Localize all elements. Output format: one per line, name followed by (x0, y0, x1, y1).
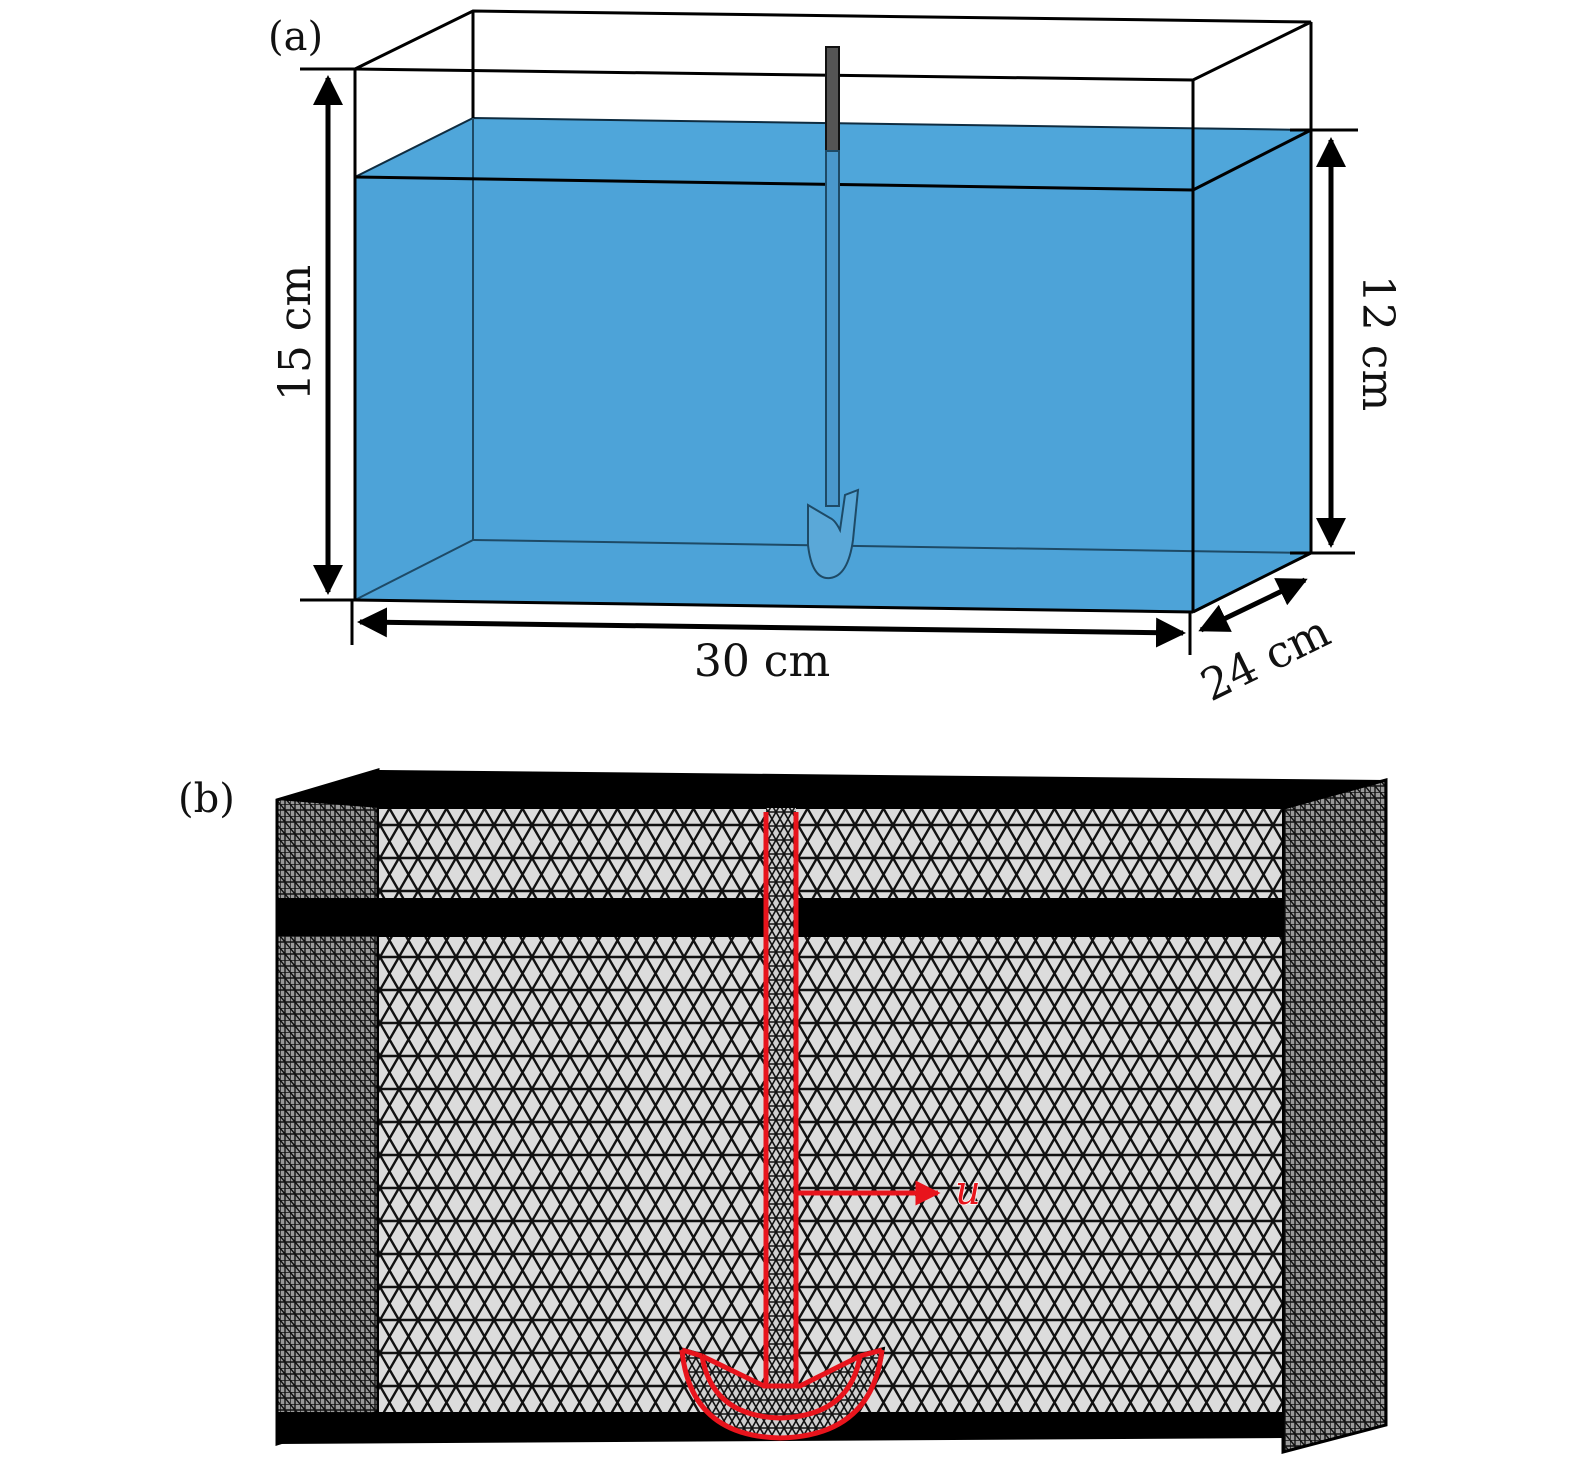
back-left-bottom-edge (354, 539, 474, 601)
front-mesh-lower (377, 935, 1284, 1414)
impeller-hub-edge (700, 1353, 862, 1389)
back-bottom-edge (472, 539, 1312, 554)
water-front-face (354, 175, 1194, 614)
dim-water-height-label: 12 cm (1352, 275, 1403, 411)
impeller-highlight (679, 812, 885, 1441)
top-edge-band (277, 770, 1386, 810)
left-side-mesh (275, 767, 380, 1447)
panel-a-label: (a) (268, 14, 323, 60)
front-mesh-upper (377, 807, 1284, 901)
dim-width-arrow (1198, 577, 1308, 633)
water-line-front (354, 175, 1194, 192)
impeller-outer-edge (679, 1349, 885, 1441)
shaft-fine-mesh (766, 808, 796, 1428)
stirrer-shaft-top (825, 46, 840, 152)
right-side-mesh (1281, 778, 1388, 1454)
dim-tank-height-label: 15 cm (270, 265, 321, 401)
stirrer-shaft-submerged (825, 150, 840, 507)
water-line-side (1192, 128, 1312, 192)
dim-length-label: 30 cm (694, 636, 830, 687)
velocity-symbol: u (955, 1168, 981, 1214)
stirrer (807, 46, 860, 580)
dim-length: 30 cm (350, 600, 1192, 687)
impeller-inner-edge (699, 1355, 863, 1421)
water-side-face (1192, 128, 1312, 614)
panel-a: (a) (268, 9, 1403, 712)
velocity-vector: u (796, 1167, 982, 1215)
dim-length-arrow (357, 607, 1186, 648)
dim-tank-height: 15 cm (270, 67, 360, 602)
panel-b: (b) u (178, 767, 1388, 1454)
dim-water-height: 12 cm (1290, 128, 1403, 555)
panel-b-label: (b) (178, 776, 235, 822)
impeller-blade (807, 488, 860, 580)
